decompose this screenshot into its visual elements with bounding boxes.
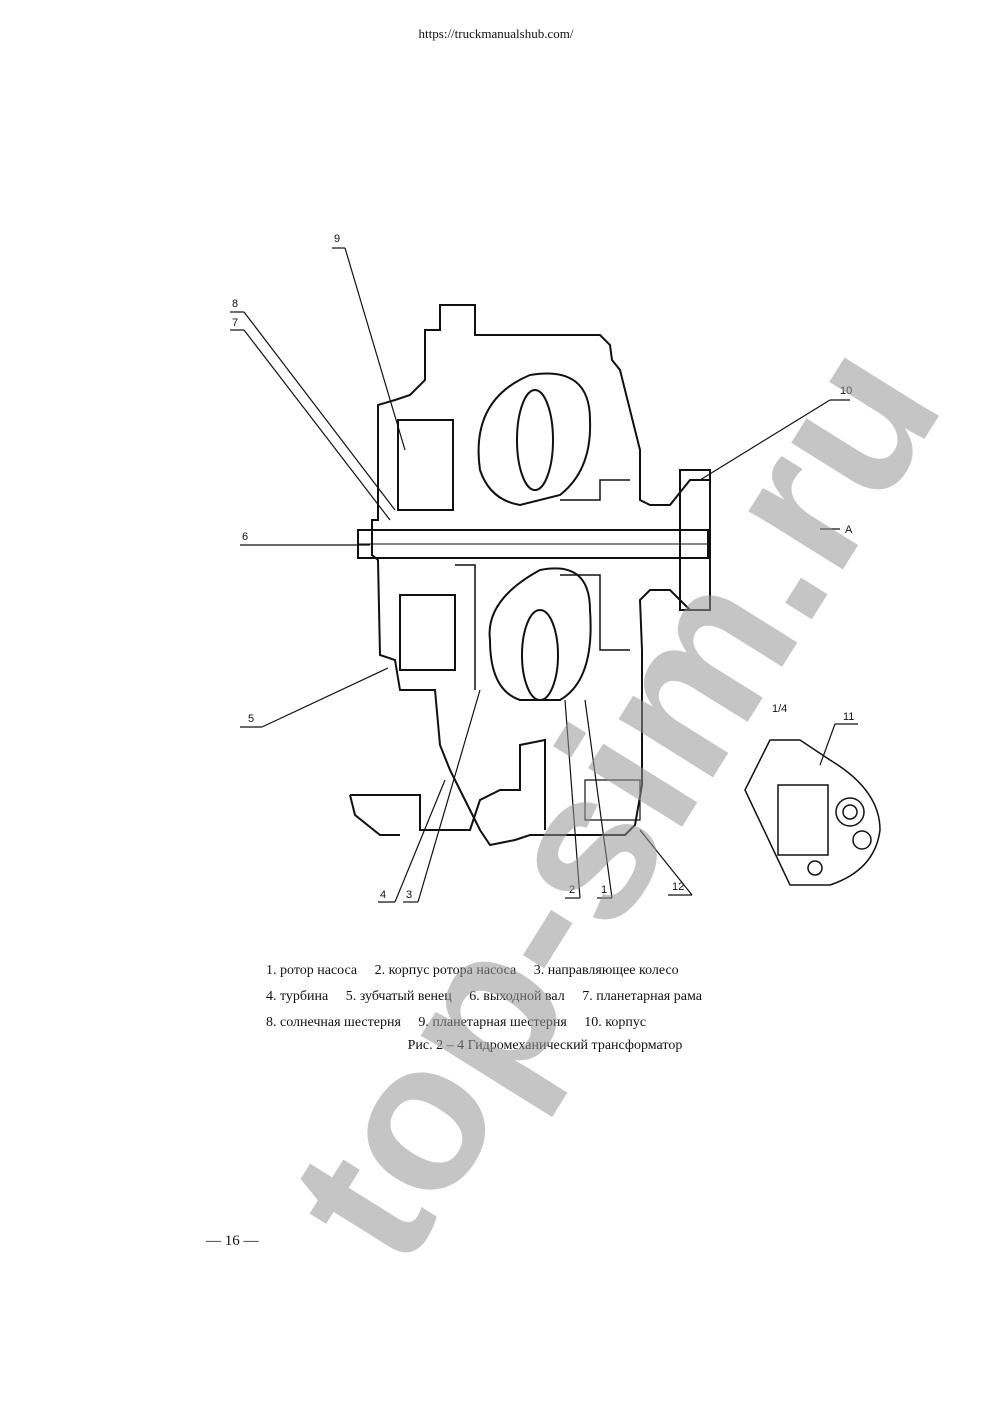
legend-item: 3. направляющее колесо xyxy=(533,963,679,978)
callout-6: 6 xyxy=(242,531,248,543)
callout-10: 10 xyxy=(840,385,852,397)
legend-row: 8. солнечная шестерня 9. планетарная шес… xyxy=(266,1010,886,1036)
legend-item: 9. планетарная шестерня xyxy=(418,1015,567,1030)
callout-5: 5 xyxy=(248,713,254,725)
legend-row: 1. ротор насоса 2. корпус ротора насоса … xyxy=(266,958,886,984)
callout-7: 7 xyxy=(232,317,238,329)
legend-item: 1. ротор насоса xyxy=(266,963,358,978)
legend-item: 5. зубчатый венец xyxy=(345,989,452,1004)
legend-item: 2. корпус ротора насоса xyxy=(374,963,517,978)
page-number: — 16 — xyxy=(206,1233,259,1249)
callout-3: 3 xyxy=(406,889,412,901)
legend-item: 7. планетарная рама xyxy=(582,989,702,1004)
view-label: 1/4 xyxy=(772,703,787,715)
callout-12: 12 xyxy=(672,881,684,893)
callout-11: 11 xyxy=(843,711,854,723)
legend-item: 8. солнечная шестерня xyxy=(266,1015,401,1030)
callout-8: 8 xyxy=(232,298,238,310)
callout-9: 9 xyxy=(334,233,340,245)
figure-caption: Рис. 2 – 4 Гидромеханический трансформат… xyxy=(407,1038,683,1053)
callout-1: 1 xyxy=(601,884,607,896)
source-url: https://truckmanualshub.com/ xyxy=(418,26,574,41)
legend-row: 4. турбина 5. зубчатый венец 6. выходной… xyxy=(266,984,886,1010)
axis-mark-a: A xyxy=(845,524,853,536)
callout-2: 2 xyxy=(569,884,575,896)
figure-legend: 1. ротор насоса 2. корпус ротора насоса … xyxy=(266,958,886,1036)
legend-item: 6. выходной вал xyxy=(469,989,565,1004)
legend-item: 10. корпус xyxy=(584,1015,647,1030)
callout-4: 4 xyxy=(380,889,386,901)
legend-item: 4. турбина xyxy=(266,989,329,1004)
